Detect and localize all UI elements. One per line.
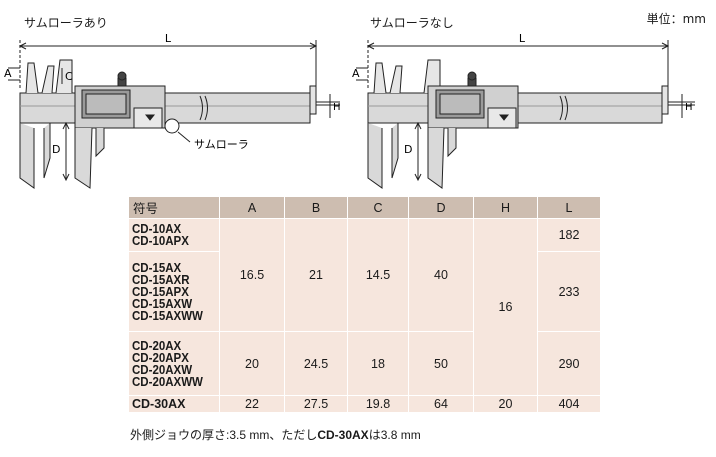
cell-C: 14.5 [347,218,409,332]
caliper-diagram-with-thumb-roller: L A C D H サムローラ [4,32,341,189]
model-name: CD-10APX [132,234,189,248]
cell-A: 22 [219,395,285,413]
caliper-diagram-without-thumb-roller: L A D H [352,32,695,189]
dim-L-label-right: L [519,32,526,45]
unit-label: 単位：mm [646,12,706,26]
header-L: L [537,196,601,219]
note-model: CD-30AX [317,428,369,442]
model-name: CD-15AX [132,260,182,275]
cell-B: 27.5 [284,395,348,413]
note-suffix: は3.8 mm [368,428,421,442]
model-name: CD-20AX [132,338,182,353]
model-cell: CD-20AX CD-20APX CD-20AXW CD-20AXWW [128,331,220,396]
model-name: CD-15AXWW [132,308,203,323]
dim-D-label-right: D [404,143,412,156]
cell-L: 290 [537,331,601,396]
table-row: CD-30AX 22 27.5 19.8 64 20 404 [128,395,601,413]
cell-H: 16 [473,218,538,396]
cell-L: 404 [537,395,601,413]
header-C: C [347,196,409,219]
cell-A: 20 [219,331,285,396]
cell-D: 40 [408,218,474,332]
cell-D: 50 [408,331,474,396]
cell-B: 24.5 [284,331,348,396]
cell-L: 233 [537,251,601,332]
left-diagram-title: サムローラあり [24,16,108,30]
header-code: 符号 [128,196,220,219]
header-D: D [408,196,474,219]
cell-H: 20 [473,395,538,413]
model-cell: CD-10AX CD-10APX [128,218,220,252]
dim-H-label-right: H [685,102,693,113]
dim-H-label: H [333,102,341,113]
model-name: CD-15AXW [132,296,193,311]
cell-A: 16.5 [219,218,285,332]
model-name: CD-20APX [132,350,189,365]
header-H: H [473,196,538,219]
dim-D-label: D [52,143,60,156]
model-cell: CD-30AX [128,395,220,413]
model-name: CD-20AXWW [132,374,203,389]
model-cell: CD-15AX CD-15AXR CD-15APX CD-15AXW CD-15… [128,251,220,332]
cell-L: 182 [537,218,601,252]
thumb-roller-callout: サムローラ [194,138,249,151]
dim-A-label-right: A [352,67,360,80]
cell-D: 64 [408,395,474,413]
dim-A-label: A [4,67,12,80]
dimensions-table: 符号 A B C D H L CD-10AX CD-10APX 16.5 21 … [128,196,601,413]
dim-C-label: C [65,70,73,83]
jaw-thickness-note: 外側ジョウの厚さ:3.5 mm、ただしCD-30AXは3.8 mm [130,426,421,443]
table-row: CD-15AX CD-15AXR CD-15APX CD-15AXW CD-15… [128,251,601,332]
cell-B: 21 [284,218,348,332]
header-B: B [284,196,348,219]
cell-C: 19.8 [347,395,409,413]
header-A: A [219,196,285,219]
model-name: CD-15AXR [132,272,190,287]
model-name: CD-20AXW [132,362,193,377]
note-prefix: 外側ジョウの厚さ:3.5 mm、ただし [130,428,318,442]
model-name: CD-15APX [132,284,189,299]
model-name: CD-10AX [132,222,182,236]
table-row: CD-20AX CD-20APX CD-20AXW CD-20AXWW 20 2… [128,331,601,396]
dim-L-label: L [165,32,172,45]
table-row: CD-10AX CD-10APX 16.5 21 14.5 40 16 182 [128,218,601,396]
right-diagram-title: サムローラなし [370,16,454,30]
cell-C: 18 [347,331,409,396]
table-header-row: 符号 A B C D H L [128,196,601,219]
